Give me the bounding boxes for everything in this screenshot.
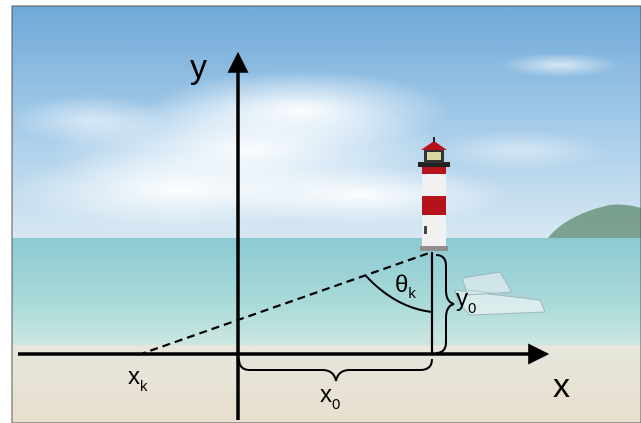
lighthouse xyxy=(418,137,450,251)
xk-label-main: x xyxy=(128,363,140,390)
x0-label: x0 xyxy=(320,381,340,413)
theta-angle-arc xyxy=(365,275,433,313)
theta-label-sub: k xyxy=(408,285,416,302)
geometry xyxy=(18,51,550,420)
photo-border xyxy=(11,5,641,423)
y-axis-label: y xyxy=(190,48,207,86)
y0-brace xyxy=(435,254,455,354)
x0-brace xyxy=(238,358,433,382)
x0-label-main: x xyxy=(320,381,332,408)
xk-label-sub: k xyxy=(140,378,148,395)
theta-label-main: θ xyxy=(395,271,408,298)
xk-label: xk xyxy=(128,363,148,395)
sea xyxy=(12,238,641,348)
y0-label: y0 xyxy=(456,285,476,317)
x0-label-sub: 0 xyxy=(332,396,340,413)
y0-label-sub: 0 xyxy=(468,300,476,317)
x-axis-label: x xyxy=(553,367,570,405)
boat xyxy=(454,271,546,316)
island xyxy=(548,204,641,238)
background-photo xyxy=(10,5,641,423)
labels: y x xk x0 y0 θk xyxy=(128,48,570,413)
theta-label: θk xyxy=(395,271,416,302)
y0-label-main: y xyxy=(456,285,468,312)
cloud-bank xyxy=(10,53,620,230)
